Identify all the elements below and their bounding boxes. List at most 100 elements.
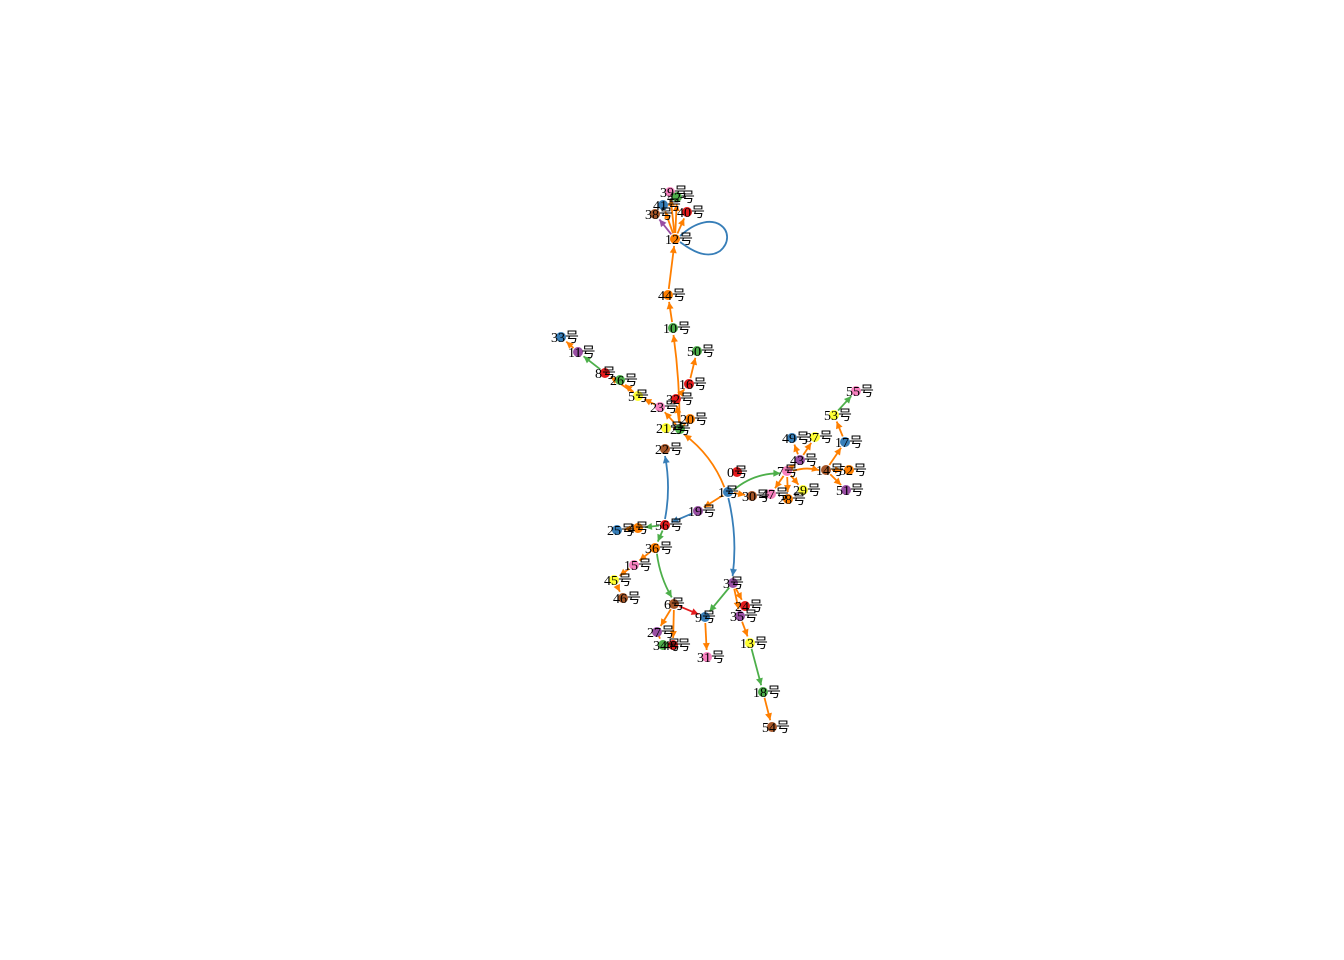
node-1 [723, 487, 733, 497]
node-label-50: 50号 [687, 345, 715, 360]
edge-2-to-10 [672, 334, 681, 424]
node-label-14: 14号 [816, 464, 844, 479]
node-label-40: 40号 [677, 206, 705, 221]
node-label-31: 31号 [697, 651, 725, 666]
node-label-55: 55号 [846, 385, 874, 400]
edge-36-to-15-arrowhead [639, 553, 648, 561]
node-22 [660, 444, 670, 454]
node-7 [782, 466, 792, 476]
node-30 [747, 491, 757, 501]
edge-35-to-13-arrowhead [741, 628, 749, 637]
node-label-49: 49号 [782, 432, 810, 447]
edge-2-to-10-arrowhead [670, 334, 678, 343]
edge-12-to-40-arrowhead [678, 218, 685, 227]
edge-12-to-38-arrowhead [659, 219, 667, 228]
node-label-37: 37号 [805, 431, 833, 446]
node-27 [652, 627, 662, 637]
edge-1-to-7-arrowhead [773, 469, 781, 477]
node-53 [829, 410, 839, 420]
node-31 [702, 652, 712, 662]
edge-1-to-2-arrowhead [684, 434, 692, 442]
node-3 [728, 578, 738, 588]
edge-3-to-9-arrowhead [709, 603, 717, 612]
node-label-39: 39号 [660, 186, 688, 201]
edge-23-to-5-arrowhead [644, 399, 653, 406]
node-47 [766, 489, 776, 499]
node-17 [840, 437, 850, 447]
edge-12-to-39-arrowhead [668, 198, 675, 207]
edge-1-to-19-arrowhead [703, 500, 712, 508]
node-11 [573, 347, 583, 357]
node-label-56: 56号 [655, 519, 683, 534]
node-5 [633, 391, 643, 401]
node-label-34: 34号 [653, 639, 681, 654]
node-label-5: 5号 [628, 390, 649, 405]
node-label-32: 32号 [666, 393, 694, 408]
node-label-6: 6号 [664, 598, 685, 613]
node-label-3: 3号 [723, 577, 744, 592]
node-label-11: 11号 [568, 346, 595, 361]
node-label-23: 23号 [650, 401, 678, 416]
node-23 [655, 402, 665, 412]
node-35 [735, 611, 745, 621]
node-13 [745, 638, 755, 648]
node-label-20: 20号 [680, 413, 708, 428]
edge-1-to-30-arrowhead [737, 490, 746, 498]
edge-1-to-3-arrowhead [730, 568, 737, 577]
node-label-12: 12号 [665, 233, 693, 248]
node-21 [661, 423, 671, 433]
node-16 [684, 379, 694, 389]
node-label-51: 51号 [836, 484, 864, 499]
node-37 [810, 432, 820, 442]
edge-11-to-33-arrowhead [566, 341, 574, 349]
node-20 [685, 414, 695, 424]
edge-32-to-16-arrowhead [677, 389, 685, 397]
edge-12-to-41-arrowhead [664, 211, 671, 220]
node-label-45: 45号 [604, 574, 632, 589]
node-29 [798, 485, 808, 495]
node-label-47: 47号 [761, 488, 789, 503]
node-layer [556, 187, 861, 732]
label-layer: 0号1号2号3号4号5号6号7号8号9号10号11号12号13号14号15号16… [551, 186, 874, 736]
edge-45-to-46-arrowhead [613, 583, 620, 592]
node-label-8: 8号 [595, 367, 616, 382]
edge-5-to-26-arrowhead [625, 384, 633, 392]
node-55 [851, 386, 861, 396]
node-49 [787, 433, 797, 443]
edge-12-to-12 [679, 221, 728, 256]
node-label-33: 33号 [551, 331, 579, 346]
node-15 [629, 560, 639, 570]
edge-14-to-52-arrowhead [835, 466, 842, 474]
node-label-18: 18号 [753, 686, 781, 701]
node-2 [675, 424, 685, 434]
edge-17-to-53-arrowhead [836, 421, 843, 430]
edge-43-to-37-arrowhead [804, 442, 812, 451]
node-51 [841, 485, 851, 495]
edge-56-to-22-arrowhead [662, 456, 670, 464]
node-56 [660, 520, 670, 530]
node-0 [732, 467, 742, 477]
node-label-10: 10号 [663, 322, 691, 337]
edge-15-to-45-arrowhead [619, 568, 628, 576]
node-52 [844, 465, 854, 475]
edge-12-to-42-arrowhead [672, 203, 680, 212]
edge-2-to-23-arrowhead [664, 412, 673, 420]
node-label-17: 17号 [835, 436, 863, 451]
node-8 [600, 368, 610, 378]
node-46 [618, 593, 628, 603]
node-10 [668, 323, 678, 333]
node-label-38: 38号 [645, 208, 673, 223]
edge-10-to-44-arrowhead [666, 301, 674, 310]
edge-19-to-56-arrowhead [671, 516, 680, 523]
node-12 [670, 234, 680, 244]
node-24 [740, 601, 750, 611]
edge-13-to-18-arrowhead [756, 677, 763, 686]
node-label-52: 52号 [839, 464, 867, 479]
node-label-26: 26号 [610, 374, 638, 389]
node-label-28: 28号 [778, 493, 806, 508]
node-48 [668, 640, 678, 650]
node-25 [612, 525, 622, 535]
edge-56-to-4-arrowhead [644, 522, 653, 530]
edge-4-to-25-arrowhead [623, 525, 632, 533]
node-label-44: 44号 [658, 289, 686, 304]
